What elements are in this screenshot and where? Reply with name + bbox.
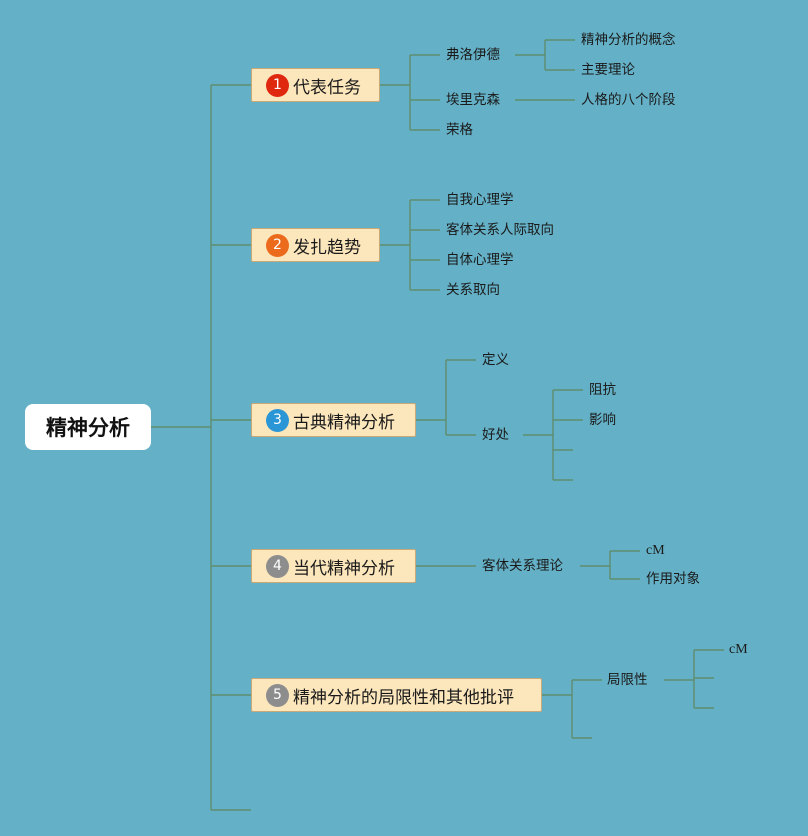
number-badge-1: 1 xyxy=(266,73,289,97)
topic-cm[interactable]: cM xyxy=(646,543,665,558)
branch-node-1[interactable]: 1 代表任务 xyxy=(251,68,380,102)
number-badge-4: 4 xyxy=(266,554,289,578)
topic-self-psychology[interactable]: 自体心理学 xyxy=(446,252,514,268)
root-node[interactable]: 精神分析 xyxy=(25,404,151,450)
topic-limitations[interactable]: 局限性 xyxy=(607,672,648,688)
topic-object-relations-theory[interactable]: 客体关系理论 xyxy=(482,558,563,574)
topic-erikson[interactable]: 埃里克森 xyxy=(446,92,500,108)
branch-label: 发扎趋势 xyxy=(293,237,361,258)
root-label: 精神分析 xyxy=(46,416,130,440)
branch-label: 当代精神分析 xyxy=(293,558,395,579)
number-badge-2: 2 xyxy=(266,233,289,257)
branch-label: 古典精神分析 xyxy=(293,412,395,433)
topic-cm[interactable]: cM xyxy=(729,642,748,657)
branch-node-5[interactable]: 5 精神分析的局限性和其他批评 xyxy=(251,678,542,712)
branch-node-3[interactable]: 3 古典精神分析 xyxy=(251,403,416,437)
topic-relational[interactable]: 关系取向 xyxy=(446,282,500,298)
topic-main-theory[interactable]: 主要理论 xyxy=(581,62,635,78)
topic-definition[interactable]: 定义 xyxy=(482,352,509,368)
branch-label: 代表任务 xyxy=(293,77,361,98)
branch-node-2[interactable]: 2 发扎趋势 xyxy=(251,228,380,262)
topic-jung[interactable]: 荣格 xyxy=(446,122,473,138)
number-badge-5: 5 xyxy=(266,683,289,707)
topic-concept-of-psychoanalysis[interactable]: 精神分析的概念 xyxy=(581,32,676,48)
branch-label: 精神分析的局限性和其他批评 xyxy=(293,687,514,708)
number-badge-3: 3 xyxy=(266,408,289,432)
topic-influence[interactable]: 影响 xyxy=(589,412,616,428)
topic-benefits[interactable]: 好处 xyxy=(482,427,509,443)
topic-eight-stages[interactable]: 人格的八个阶段 xyxy=(581,92,676,108)
topic-freud[interactable]: 弗洛伊德 xyxy=(446,47,500,63)
topic-resistance[interactable]: 阻抗 xyxy=(589,382,616,398)
topic-ego-psychology[interactable]: 自我心理学 xyxy=(446,192,514,208)
branch-node-4[interactable]: 4 当代精神分析 xyxy=(251,549,416,583)
topic-object-relations[interactable]: 客体关系人际取向 xyxy=(446,222,554,238)
topic-target-of-action[interactable]: 作用对象 xyxy=(646,571,700,587)
